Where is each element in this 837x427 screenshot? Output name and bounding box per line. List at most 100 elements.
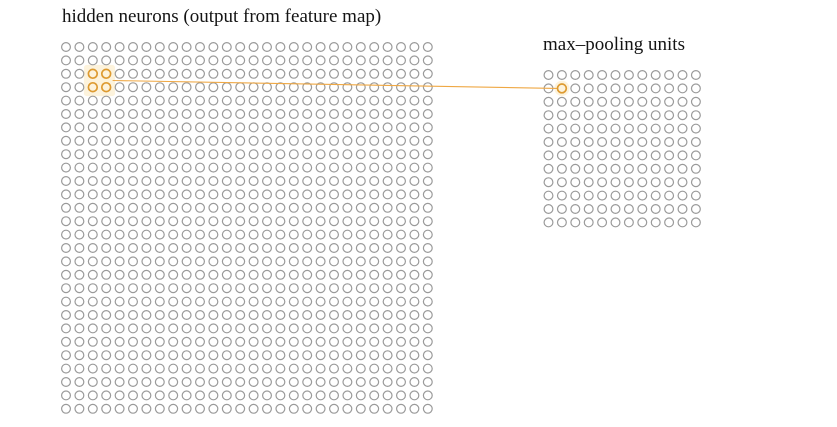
neuron-circle: [355, 108, 366, 119]
neuron-circle: [382, 229, 393, 240]
neuron-circle: [168, 323, 179, 334]
neuron-circle: [87, 229, 98, 240]
neuron-circle: [369, 229, 380, 240]
neuron-circle: [74, 283, 85, 294]
neuron-circle: [369, 296, 380, 307]
neuron-circle: [275, 403, 286, 414]
neuron-circle: [422, 162, 433, 173]
neuron-circle: [342, 336, 353, 347]
neuron-circle: [248, 283, 259, 294]
neuron-circle: [195, 202, 206, 213]
neuron-circle: [60, 216, 71, 227]
neuron-circle: [60, 336, 71, 347]
neuron-circle: [114, 108, 125, 119]
neuron-circle: [288, 122, 299, 133]
highlighted-neuron-circle: [100, 68, 112, 80]
neuron-circle: [369, 269, 380, 280]
neuron-circle: [396, 108, 407, 119]
neuron-circle: [275, 68, 286, 79]
neuron-circle: [409, 41, 420, 52]
neuron-circle: [315, 336, 326, 347]
neuron-circle: [74, 149, 85, 160]
neuron-circle: [235, 403, 246, 414]
neuron-circle: [208, 310, 219, 321]
neuron-circle: [235, 363, 246, 374]
pooling-unit-circle: [556, 177, 567, 188]
neuron-circle: [87, 55, 98, 66]
neuron-circle: [141, 82, 152, 93]
neuron-circle: [208, 283, 219, 294]
pooling-unit-circle: [543, 204, 554, 215]
neuron-circle: [355, 243, 366, 254]
neuron-circle: [369, 403, 380, 414]
neuron-circle: [262, 95, 273, 106]
neuron-circle: [329, 403, 340, 414]
neuron-circle: [168, 216, 179, 227]
neuron-circle: [101, 323, 112, 334]
neuron-circle: [369, 41, 380, 52]
neuron-circle: [288, 162, 299, 173]
neuron-circle: [302, 82, 313, 93]
left-grid-title: hidden neurons (output from feature map): [62, 6, 382, 27]
pooling-unit-circle: [677, 69, 688, 80]
pooling-unit-circle: [650, 177, 661, 188]
neuron-circle: [396, 323, 407, 334]
neuron-circle: [101, 377, 112, 388]
neuron-circle: [288, 269, 299, 280]
neuron-circle: [315, 95, 326, 106]
neuron-circle: [114, 403, 125, 414]
neuron-circle: [208, 202, 219, 213]
neuron-circle: [369, 390, 380, 401]
neuron-circle: [342, 55, 353, 66]
neuron-circle: [248, 363, 259, 374]
neuron-circle: [114, 189, 125, 200]
neuron-circle: [221, 403, 232, 414]
neuron-circle: [154, 310, 165, 321]
pooling-unit-circle: [556, 217, 567, 228]
neuron-circle: [302, 390, 313, 401]
neuron-circle: [355, 202, 366, 213]
neuron-circle: [329, 108, 340, 119]
neuron-circle: [208, 377, 219, 388]
neuron-circle: [355, 229, 366, 240]
neuron-circle: [355, 41, 366, 52]
neuron-circle: [221, 269, 232, 280]
neuron-circle: [275, 41, 286, 52]
pooling-unit-circle: [570, 137, 581, 148]
neuron-circle: [74, 216, 85, 227]
neuron-circle: [355, 55, 366, 66]
neuron-circle: [275, 310, 286, 321]
neuron-circle: [382, 310, 393, 321]
neuron-circle: [302, 377, 313, 388]
neuron-circle: [355, 82, 366, 93]
neuron-circle: [168, 243, 179, 254]
pooling-unit-circle: [543, 163, 554, 174]
neuron-circle: [315, 55, 326, 66]
neuron-circle: [396, 68, 407, 79]
neuron-circle: [74, 176, 85, 187]
neuron-circle: [315, 363, 326, 374]
neuron-circle: [355, 135, 366, 146]
neuron-circle: [195, 68, 206, 79]
neuron-circle: [262, 377, 273, 388]
neuron-circle: [195, 256, 206, 267]
neuron-circle: [60, 149, 71, 160]
neuron-circle: [168, 363, 179, 374]
neuron-circle: [114, 283, 125, 294]
neuron-circle: [128, 68, 139, 79]
neuron-circle: [355, 162, 366, 173]
neuron-circle: [101, 55, 112, 66]
neuron-circle: [221, 390, 232, 401]
neuron-circle: [195, 310, 206, 321]
neuron-circle: [248, 229, 259, 240]
pooling-unit-circle: [690, 123, 701, 134]
pooling-unit-circle: [556, 137, 567, 148]
neuron-circle: [154, 390, 165, 401]
right-grid-title: max–pooling units: [543, 34, 685, 55]
pooling-unit-circle: [677, 163, 688, 174]
neuron-circle: [114, 82, 125, 93]
neuron-circle: [141, 202, 152, 213]
neuron-circle: [181, 269, 192, 280]
pooling-unit-circle: [637, 163, 648, 174]
neuron-circle: [235, 269, 246, 280]
